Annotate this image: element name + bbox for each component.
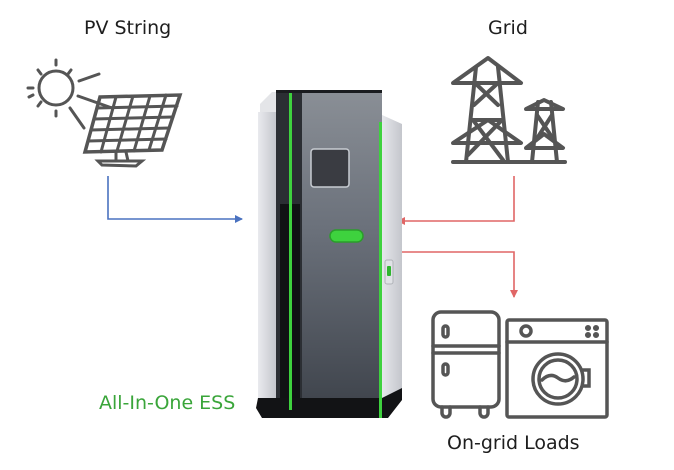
washing-machine-icon <box>505 318 609 419</box>
pv-string-label: PV String <box>84 17 172 39</box>
ess-to-loads-arrow <box>396 251 518 298</box>
ess-label: All-In-One ESS <box>99 392 236 414</box>
grid-label: Grid <box>488 17 528 39</box>
grid-to-ess-arrow <box>397 176 515 225</box>
appliances-icon <box>431 310 609 419</box>
power-tower-icon <box>451 56 567 164</box>
solar-panel-icon <box>26 58 183 168</box>
ess-display-screen <box>310 148 350 188</box>
ess-cabinet <box>256 90 402 418</box>
ess-status-indicator <box>329 229 364 243</box>
sun-icon <box>37 69 75 107</box>
pv-to-ess-arrow <box>107 176 243 223</box>
on-grid-loads-label: On-grid Loads <box>447 432 580 454</box>
fridge-icon <box>431 310 501 419</box>
